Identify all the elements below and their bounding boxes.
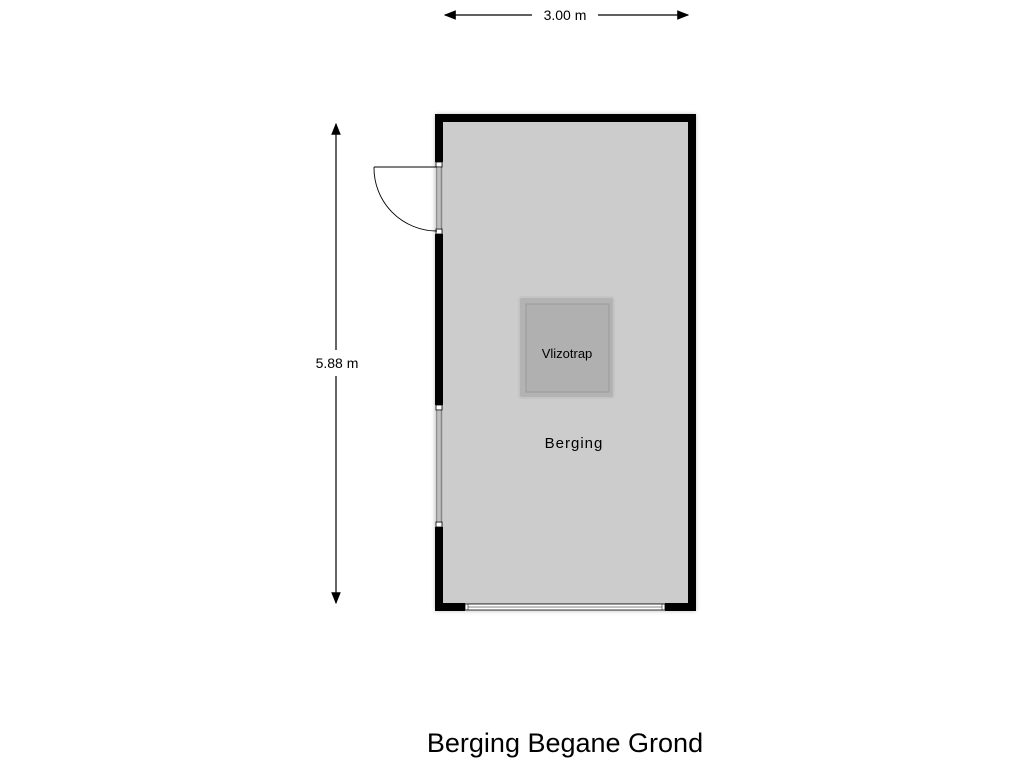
door bbox=[373, 161, 443, 235]
walls bbox=[435, 114, 696, 611]
window-bottom bbox=[464, 603, 666, 611]
width-dimension-label: 3.00 m bbox=[544, 7, 587, 23]
room-label-berging: Berging bbox=[545, 435, 604, 452]
plan-title: Berging Begane Grond bbox=[427, 728, 703, 758]
width-dimension: 3.00 m bbox=[443, 7, 690, 23]
window-left bbox=[435, 404, 443, 528]
height-dimension: 5.88 m bbox=[316, 122, 359, 605]
vlizotrap-label: Vlizotrap bbox=[542, 346, 593, 361]
vlizotrap-hatch: Vlizotrap bbox=[518, 296, 615, 399]
height-dimension-label: 5.88 m bbox=[316, 355, 359, 371]
